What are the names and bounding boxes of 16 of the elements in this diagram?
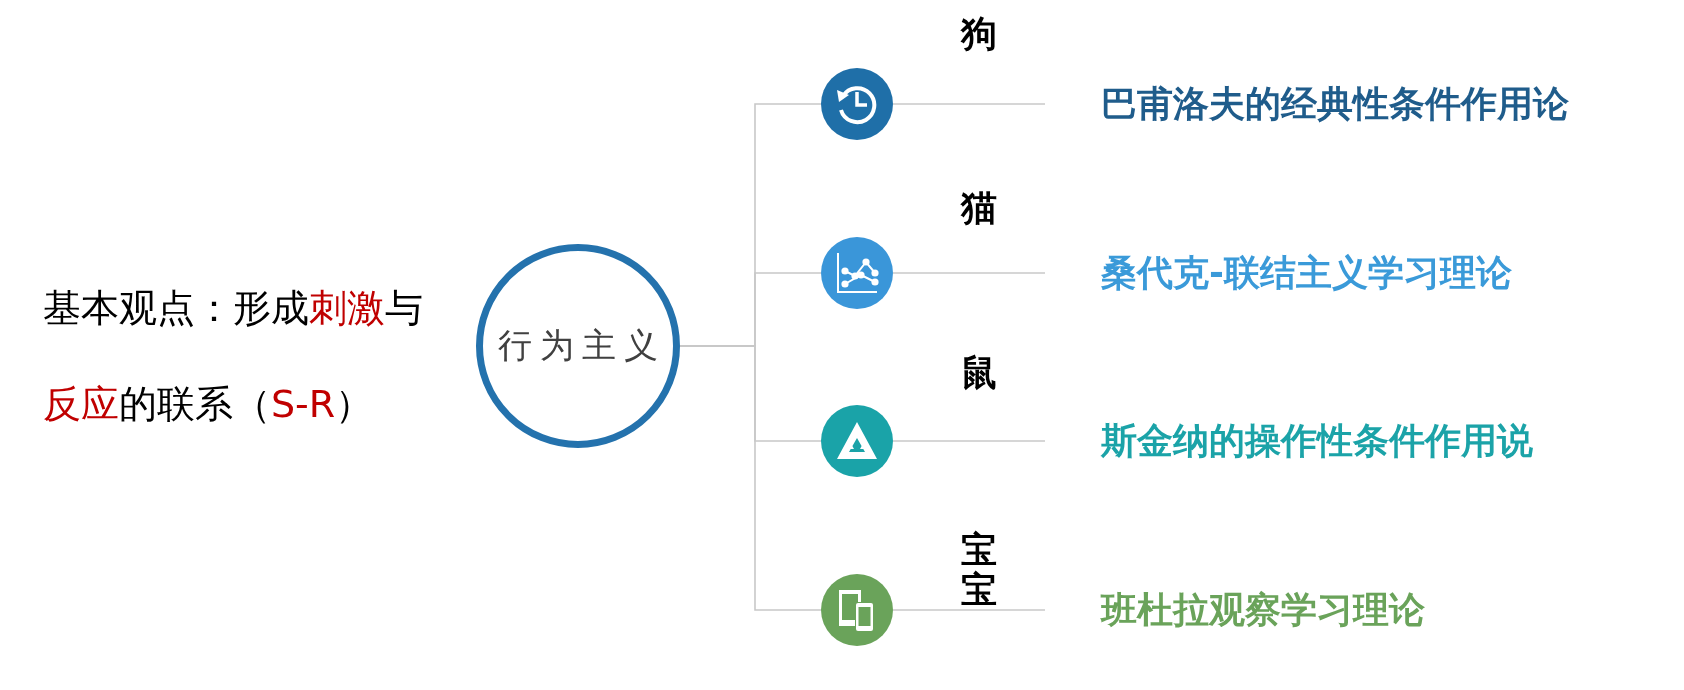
hub-title: 行为主义 xyxy=(498,324,666,367)
animal-label: 狗 xyxy=(961,14,997,54)
theory-text: 桑代克-联结主义学习理论 xyxy=(1101,252,1512,293)
animal-label: 猫 xyxy=(961,188,997,228)
connector-line xyxy=(892,272,1046,274)
theory-text: 巴甫洛夫的经典性条件作用论 xyxy=(1101,83,1569,124)
theory-text: 斯金纳的操作性条件作用说 xyxy=(1101,420,1533,461)
hub-circle xyxy=(476,244,680,448)
connector-line xyxy=(892,103,1046,105)
connector-line xyxy=(892,440,1046,442)
connector-line xyxy=(892,609,1046,611)
connector-line xyxy=(679,345,822,611)
animal-label: 鼠 xyxy=(961,353,997,393)
animal-label: 宝宝 xyxy=(961,530,997,610)
note-text: 基本观点：形成刺激与反应的联系（S-R） xyxy=(43,285,423,428)
theory-text: 班杜拉观察学习理论 xyxy=(1101,589,1425,630)
